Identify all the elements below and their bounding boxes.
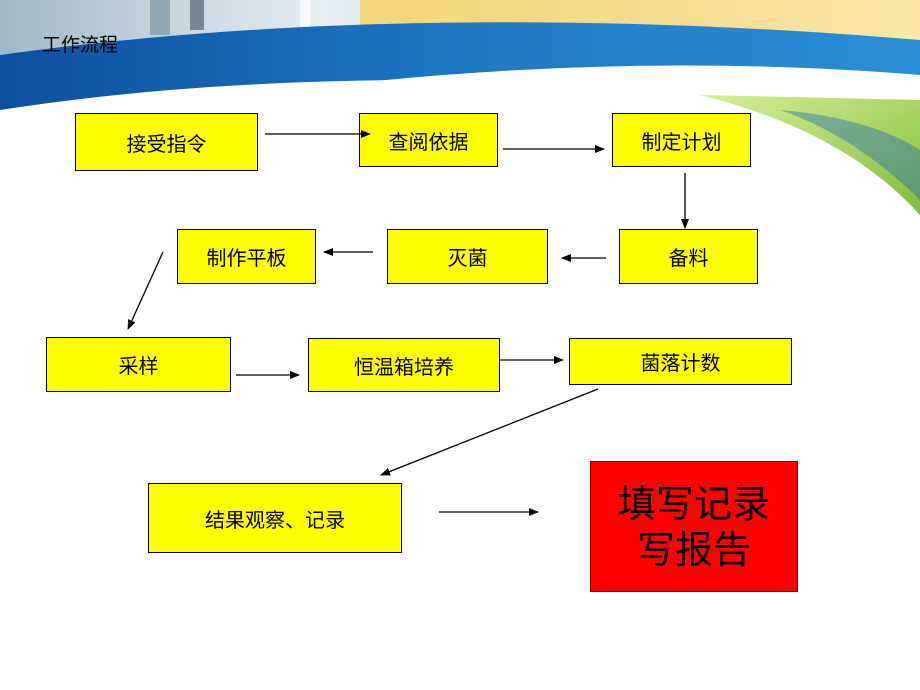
step-label: 灭菌 [447, 246, 488, 270]
step-label: 接受指令 [126, 131, 207, 156]
step-sampling: 采样 [46, 337, 231, 392]
arrow-plates-to-sampling [127, 251, 164, 330]
step-label: 制定计划 [641, 129, 722, 154]
step-receive-order: 接受指令 [75, 113, 258, 171]
step-label: 结果观察、记录 [205, 507, 345, 532]
step-make-plates: 制作平板 [177, 229, 316, 284]
step-observe-record: 结果观察、记录 [148, 483, 402, 553]
step-prepare-materials: 备料 [619, 229, 758, 284]
step-label: 采样 [118, 354, 159, 378]
step-colony-count: 菌落计数 [569, 338, 792, 385]
step-label: 制作平板 [206, 246, 287, 270]
step-sterilize: 灭菌 [387, 229, 548, 284]
step-label: 备料 [668, 246, 709, 270]
slide-title: 工作流程 [42, 34, 119, 56]
step-make-plan: 制定计划 [612, 113, 751, 167]
step-label: 恒温箱培养 [354, 354, 454, 379]
step-incubate: 恒温箱培养 [308, 338, 500, 392]
step-label: 查阅依据 [388, 129, 469, 154]
final-label-line2: 写报告 [636, 527, 751, 572]
step-write-report: 填写记录 写报告 [590, 461, 798, 592]
step-consult-basis: 查阅依据 [359, 113, 498, 167]
final-label-line1: 填写记录 [617, 481, 770, 526]
step-label: 菌落计数 [640, 351, 721, 375]
arrow-count-to-observe [380, 388, 599, 476]
header-banner [0, 0, 920, 215]
